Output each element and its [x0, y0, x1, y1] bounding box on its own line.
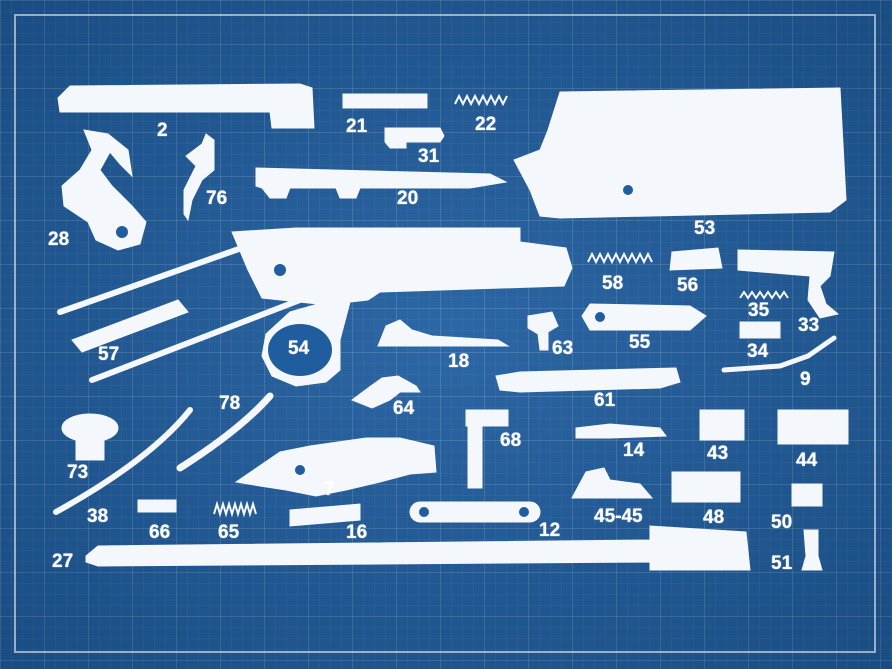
part-20-shape: [255, 167, 508, 199]
part-14-shape: [575, 423, 667, 439]
label-31: 31: [418, 146, 440, 167]
label-44: 44: [796, 450, 818, 471]
part-68-stem: [467, 423, 483, 489]
part-55-hole: [595, 312, 605, 322]
label-2: 2: [157, 120, 168, 141]
label-43: 43: [707, 443, 729, 464]
label-14: 14: [623, 440, 645, 461]
part-53-shape: [513, 87, 847, 219]
part-57-rod-bottom: [89, 297, 303, 383]
label-12: 12: [539, 520, 561, 541]
part-21-shape: [342, 93, 428, 109]
label-63: 63: [552, 338, 574, 359]
part-28-shape: [61, 129, 147, 251]
label-50: 50: [771, 512, 793, 533]
part-73-stem: [75, 435, 105, 461]
part-12-hole-right: [519, 507, 529, 517]
part-33-shape: [737, 249, 840, 319]
label-9: 9: [800, 369, 811, 390]
part-12-hole-left: [419, 507, 429, 517]
part-56-shape: [669, 247, 723, 271]
label-76: 76: [206, 188, 228, 209]
part-31-shape: [384, 127, 445, 149]
part-55-shape: [581, 303, 707, 331]
part-7-shape: [234, 437, 437, 497]
label-66: 66: [149, 522, 171, 543]
label-16: 16: [346, 522, 368, 543]
label-78: 78: [219, 393, 241, 414]
label-65: 65: [218, 522, 240, 543]
label-27: 27: [52, 551, 74, 572]
label-54: 54: [288, 338, 310, 359]
label-58: 58: [602, 273, 624, 294]
label-45-45: 45-45: [594, 506, 643, 527]
part-63-shape: [527, 311, 559, 351]
label-22: 22: [475, 114, 497, 135]
label-33: 33: [798, 315, 820, 336]
part-57-rod-top: [57, 235, 273, 315]
part-66-shape: [137, 499, 177, 513]
label-68: 68: [500, 430, 522, 451]
label-53: 53: [694, 218, 716, 239]
part-35-shape: [739, 290, 789, 300]
part-28-hole: [116, 226, 128, 238]
part-50-shape: [791, 483, 823, 507]
label-35: 35: [748, 300, 770, 321]
part-78-shape: [176, 392, 274, 472]
part-57-screw: [71, 299, 189, 353]
part-61-shape: [495, 367, 681, 393]
label-56: 56: [677, 275, 699, 296]
part-68-head: [465, 409, 509, 427]
part-18-shape: [377, 319, 510, 347]
part-9-shape: [721, 335, 837, 373]
label-48: 48: [703, 507, 725, 528]
label-20: 20: [397, 188, 419, 209]
part-65-shape: [213, 500, 257, 518]
part-27-shape: [85, 525, 751, 571]
label-51: 51: [771, 553, 793, 574]
part-54-loop: [268, 324, 332, 376]
label-61: 61: [594, 390, 616, 411]
label-55: 55: [629, 332, 651, 353]
part-48-shape: [671, 471, 741, 503]
part-43-shape: [699, 409, 745, 441]
label-38: 38: [87, 506, 109, 527]
part-54-hole: [274, 264, 286, 276]
part-51-shape: [801, 529, 823, 571]
part-44-shape: [777, 409, 849, 445]
label-34: 34: [747, 341, 769, 362]
part-34-shape: [739, 321, 781, 339]
part-58-shape: [587, 251, 653, 265]
part-16-shape: [289, 503, 361, 527]
part-22-shape: [454, 93, 508, 107]
label-64: 64: [393, 398, 415, 419]
part-76-shape: [183, 133, 215, 222]
label-21: 21: [346, 116, 368, 137]
label-28: 28: [48, 229, 70, 250]
part-4545-shape: [571, 467, 654, 499]
part-64-shape: [350, 375, 421, 409]
label-57: 57: [98, 344, 120, 365]
part-7-hole: [295, 465, 305, 475]
part-38-shape: [53, 407, 193, 515]
part-53-hole: [623, 185, 633, 195]
part-2-shape: [57, 83, 315, 129]
blueprint-border: [14, 14, 876, 653]
label-7: 7: [324, 479, 335, 500]
part-12-shape: [409, 501, 541, 523]
label-73: 73: [67, 462, 89, 483]
label-18: 18: [448, 351, 470, 372]
